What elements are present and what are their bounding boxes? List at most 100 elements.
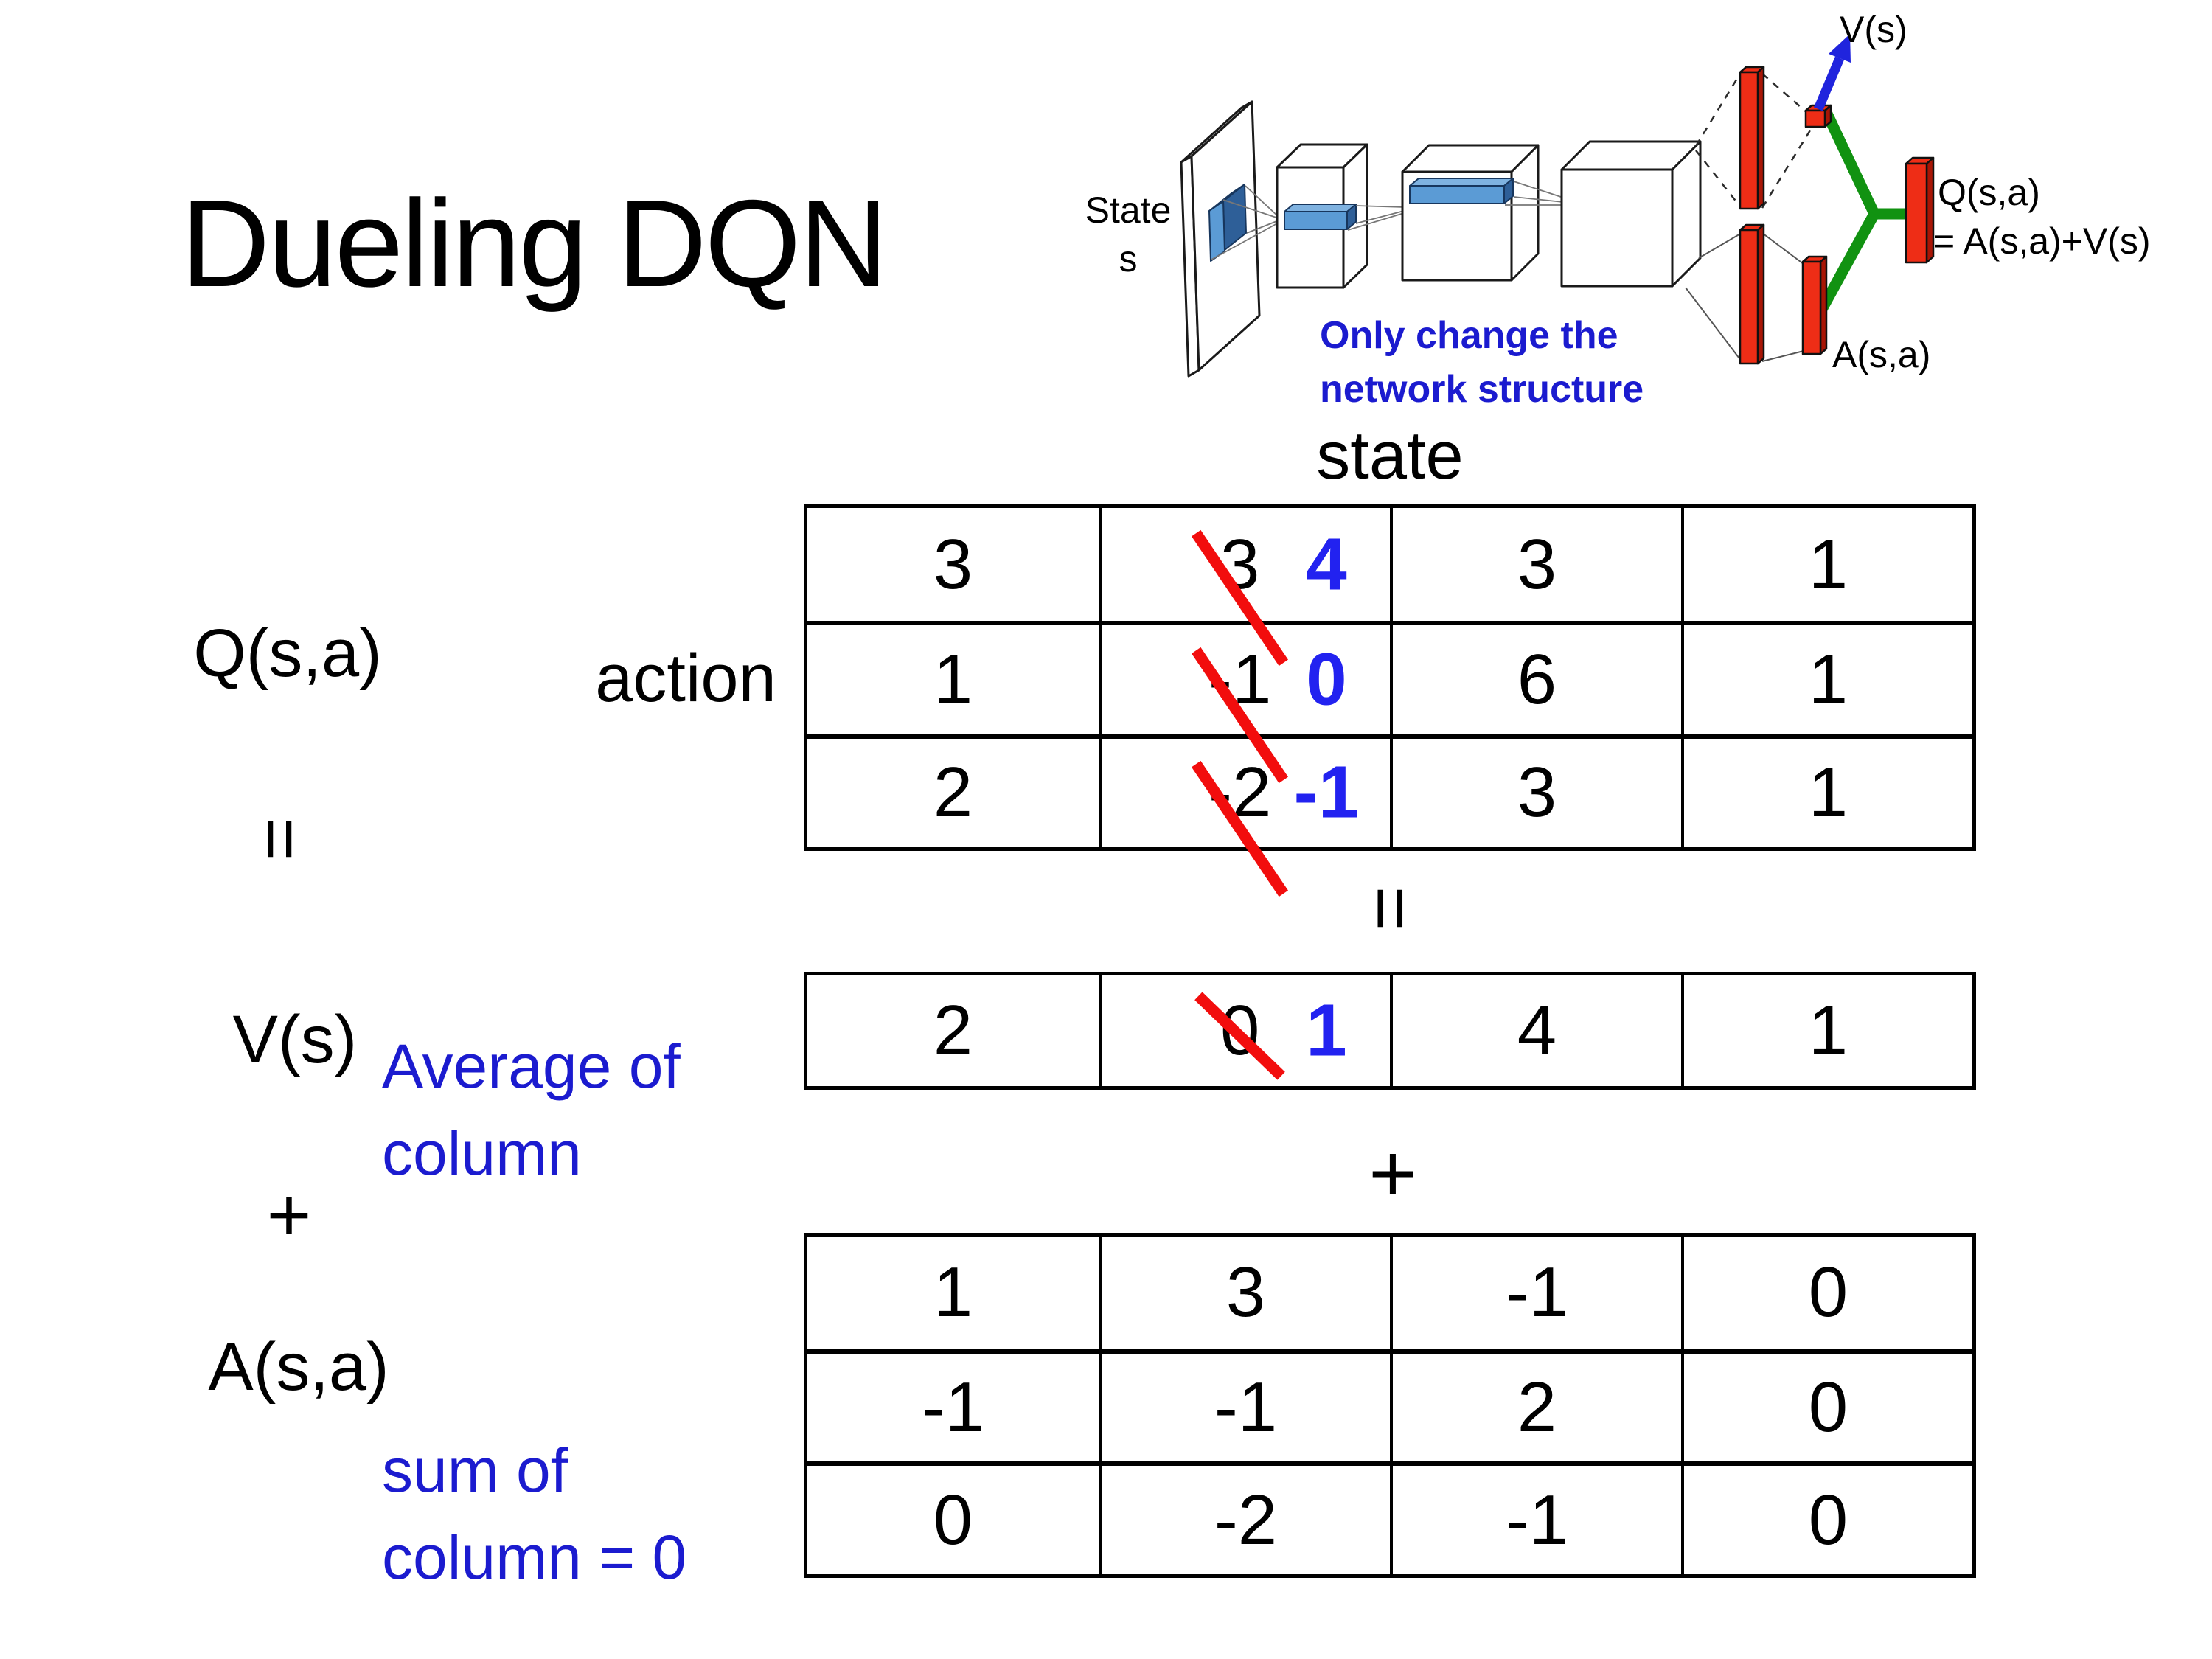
q-value: 1 bbox=[1808, 753, 1848, 832]
advantage-stream-lines bbox=[1685, 232, 1804, 362]
q-value: 3 bbox=[1517, 524, 1557, 604]
a-value: 0 bbox=[1808, 1480, 1848, 1559]
conv2-box bbox=[1401, 144, 1540, 282]
diagram-note-line2: network structure bbox=[1320, 368, 1644, 411]
a-cell: 0 bbox=[807, 1461, 1099, 1574]
a-cell: 1 bbox=[807, 1237, 1099, 1349]
q-table: 3 3 4 3 1 1 -1 0 6 1 2 -2 -1 3 1 bbox=[804, 504, 1976, 897]
fc-box bbox=[1560, 140, 1702, 288]
q-new-value: 4 bbox=[1306, 523, 1347, 606]
v-cell: 1 bbox=[1681, 975, 1972, 1086]
advantage-vector-bar bbox=[1801, 255, 1828, 355]
v-cell-updated: 0 1 bbox=[1099, 975, 1390, 1086]
q-cell-updated: -2 -1 bbox=[1099, 734, 1390, 897]
v-cell: 4 bbox=[1390, 975, 1681, 1086]
v-cell: 2 bbox=[807, 975, 1099, 1086]
diagram-q-output-label-line2: = A(s,a)+V(s) bbox=[1933, 220, 2151, 262]
a-value: -1 bbox=[921, 1367, 985, 1447]
a-value: -2 bbox=[1214, 1480, 1278, 1559]
a-value: 2 bbox=[1517, 1367, 1557, 1447]
q-cell: 1 bbox=[1681, 508, 1972, 622]
value-stream-dashed-lines bbox=[1694, 73, 1814, 209]
average-of-column-note-line1: Average of bbox=[382, 1032, 681, 1101]
diagram-a-output-label: A(s,a) bbox=[1832, 334, 1930, 375]
conv2-projection-lines bbox=[1347, 205, 1405, 231]
average-of-column-note: Average of column bbox=[382, 1023, 681, 1197]
advantage-hidden-bar bbox=[1739, 223, 1765, 365]
a-cell: -1 bbox=[807, 1349, 1099, 1462]
q-cell: 3 bbox=[1390, 508, 1681, 622]
conv1-feature-bar bbox=[1284, 204, 1357, 230]
value-output-arrow bbox=[1814, 34, 1851, 111]
conv-filter-patch bbox=[1208, 184, 1247, 262]
q-cell-updated: -1 0 bbox=[1099, 621, 1390, 784]
q-cell: 1 bbox=[1681, 734, 1972, 847]
q-cell: 3 bbox=[1390, 734, 1681, 847]
diagram-state-label-line1: State bbox=[1085, 189, 1172, 231]
equals-sign-center: = bbox=[1348, 886, 1433, 931]
v-new-value: 1 bbox=[1306, 989, 1347, 1072]
plus-sign-left: + bbox=[266, 1172, 312, 1258]
a-value: -1 bbox=[1505, 1253, 1569, 1332]
q-cell: 3 bbox=[807, 508, 1099, 621]
q-cell-updated: 3 4 bbox=[1099, 508, 1390, 667]
a-cell: 2 bbox=[1390, 1349, 1681, 1462]
slide-title: Dueling DQN bbox=[181, 174, 888, 313]
q-value: 1 bbox=[1808, 639, 1848, 719]
a-cell: -1 bbox=[1390, 1237, 1681, 1349]
q-new-value: 0 bbox=[1306, 638, 1347, 721]
q-output-bar bbox=[1905, 156, 1935, 264]
a-table: 1 3 -1 0 -1 -1 2 0 0 -2 -1 0 bbox=[804, 1233, 1976, 1578]
a-cell: -2 bbox=[1099, 1461, 1390, 1574]
conv1-projection-lines bbox=[1211, 185, 1279, 260]
diagram-note-line1: Only change the bbox=[1320, 314, 1618, 357]
sum-of-column-note-line1: sum of bbox=[382, 1436, 568, 1505]
a-value: 0 bbox=[1808, 1253, 1848, 1332]
equals-sign-left: = bbox=[239, 817, 321, 861]
v-function-label: V(s) bbox=[232, 1002, 358, 1077]
v-table: 2 0 1 4 1 bbox=[804, 972, 1976, 1090]
diagram-q-output-label-line1: Q(s,a) bbox=[1938, 172, 2040, 213]
sum-of-column-note-line2: column = 0 bbox=[382, 1522, 687, 1592]
q-value: 3 bbox=[1517, 753, 1557, 832]
state-header: state bbox=[1316, 418, 1464, 493]
q-function-label: Q(s,a) bbox=[193, 616, 382, 691]
q-value: 2 bbox=[933, 753, 973, 832]
fc-projection-lines bbox=[1505, 181, 1564, 206]
q-value: 1 bbox=[933, 639, 973, 719]
v-value: 4 bbox=[1517, 991, 1557, 1070]
a-cell: 3 bbox=[1099, 1237, 1390, 1349]
a-cell: -1 bbox=[1099, 1349, 1390, 1462]
a-value: 0 bbox=[933, 1480, 973, 1559]
conv2-feature-bar bbox=[1409, 178, 1514, 204]
v-value: 1 bbox=[1808, 991, 1848, 1070]
q-value: 1 bbox=[1808, 524, 1848, 604]
diagram-state-label-line2: s bbox=[1119, 238, 1138, 279]
sum-of-column-note: sum of column = 0 bbox=[382, 1427, 686, 1601]
action-label: action bbox=[595, 641, 776, 716]
a-value: 3 bbox=[1225, 1253, 1266, 1332]
v-value: 2 bbox=[933, 991, 973, 1070]
plus-sign-center: + bbox=[1368, 1127, 1417, 1220]
q-cell: 1 bbox=[807, 621, 1099, 734]
q-new-value: -1 bbox=[1293, 751, 1360, 834]
average-of-column-note-line2: column bbox=[382, 1118, 582, 1188]
a-value: -1 bbox=[1505, 1480, 1569, 1559]
a-cell: -1 bbox=[1390, 1461, 1681, 1574]
a-value: -1 bbox=[1214, 1367, 1278, 1447]
merge-y-connector bbox=[1812, 108, 1911, 321]
value-hidden-bar bbox=[1739, 66, 1765, 210]
a-cell: 0 bbox=[1681, 1237, 1972, 1349]
a-cell: 0 bbox=[1681, 1461, 1972, 1574]
diagram-v-output-label: V(s) bbox=[1840, 9, 1907, 50]
a-function-label: A(s,a) bbox=[208, 1329, 389, 1405]
a-value: 1 bbox=[933, 1253, 973, 1332]
q-cell: 1 bbox=[1681, 621, 1972, 734]
a-value: 0 bbox=[1808, 1367, 1848, 1447]
dueling-network-diagram: State s V(s) Q(s,a) = A(s,a)+V(s) A(s,a)… bbox=[1085, 9, 2151, 411]
q-cell: 2 bbox=[807, 734, 1099, 847]
a-cell: 0 bbox=[1681, 1349, 1972, 1462]
q-value: 3 bbox=[933, 524, 973, 604]
q-value: 6 bbox=[1517, 639, 1557, 719]
